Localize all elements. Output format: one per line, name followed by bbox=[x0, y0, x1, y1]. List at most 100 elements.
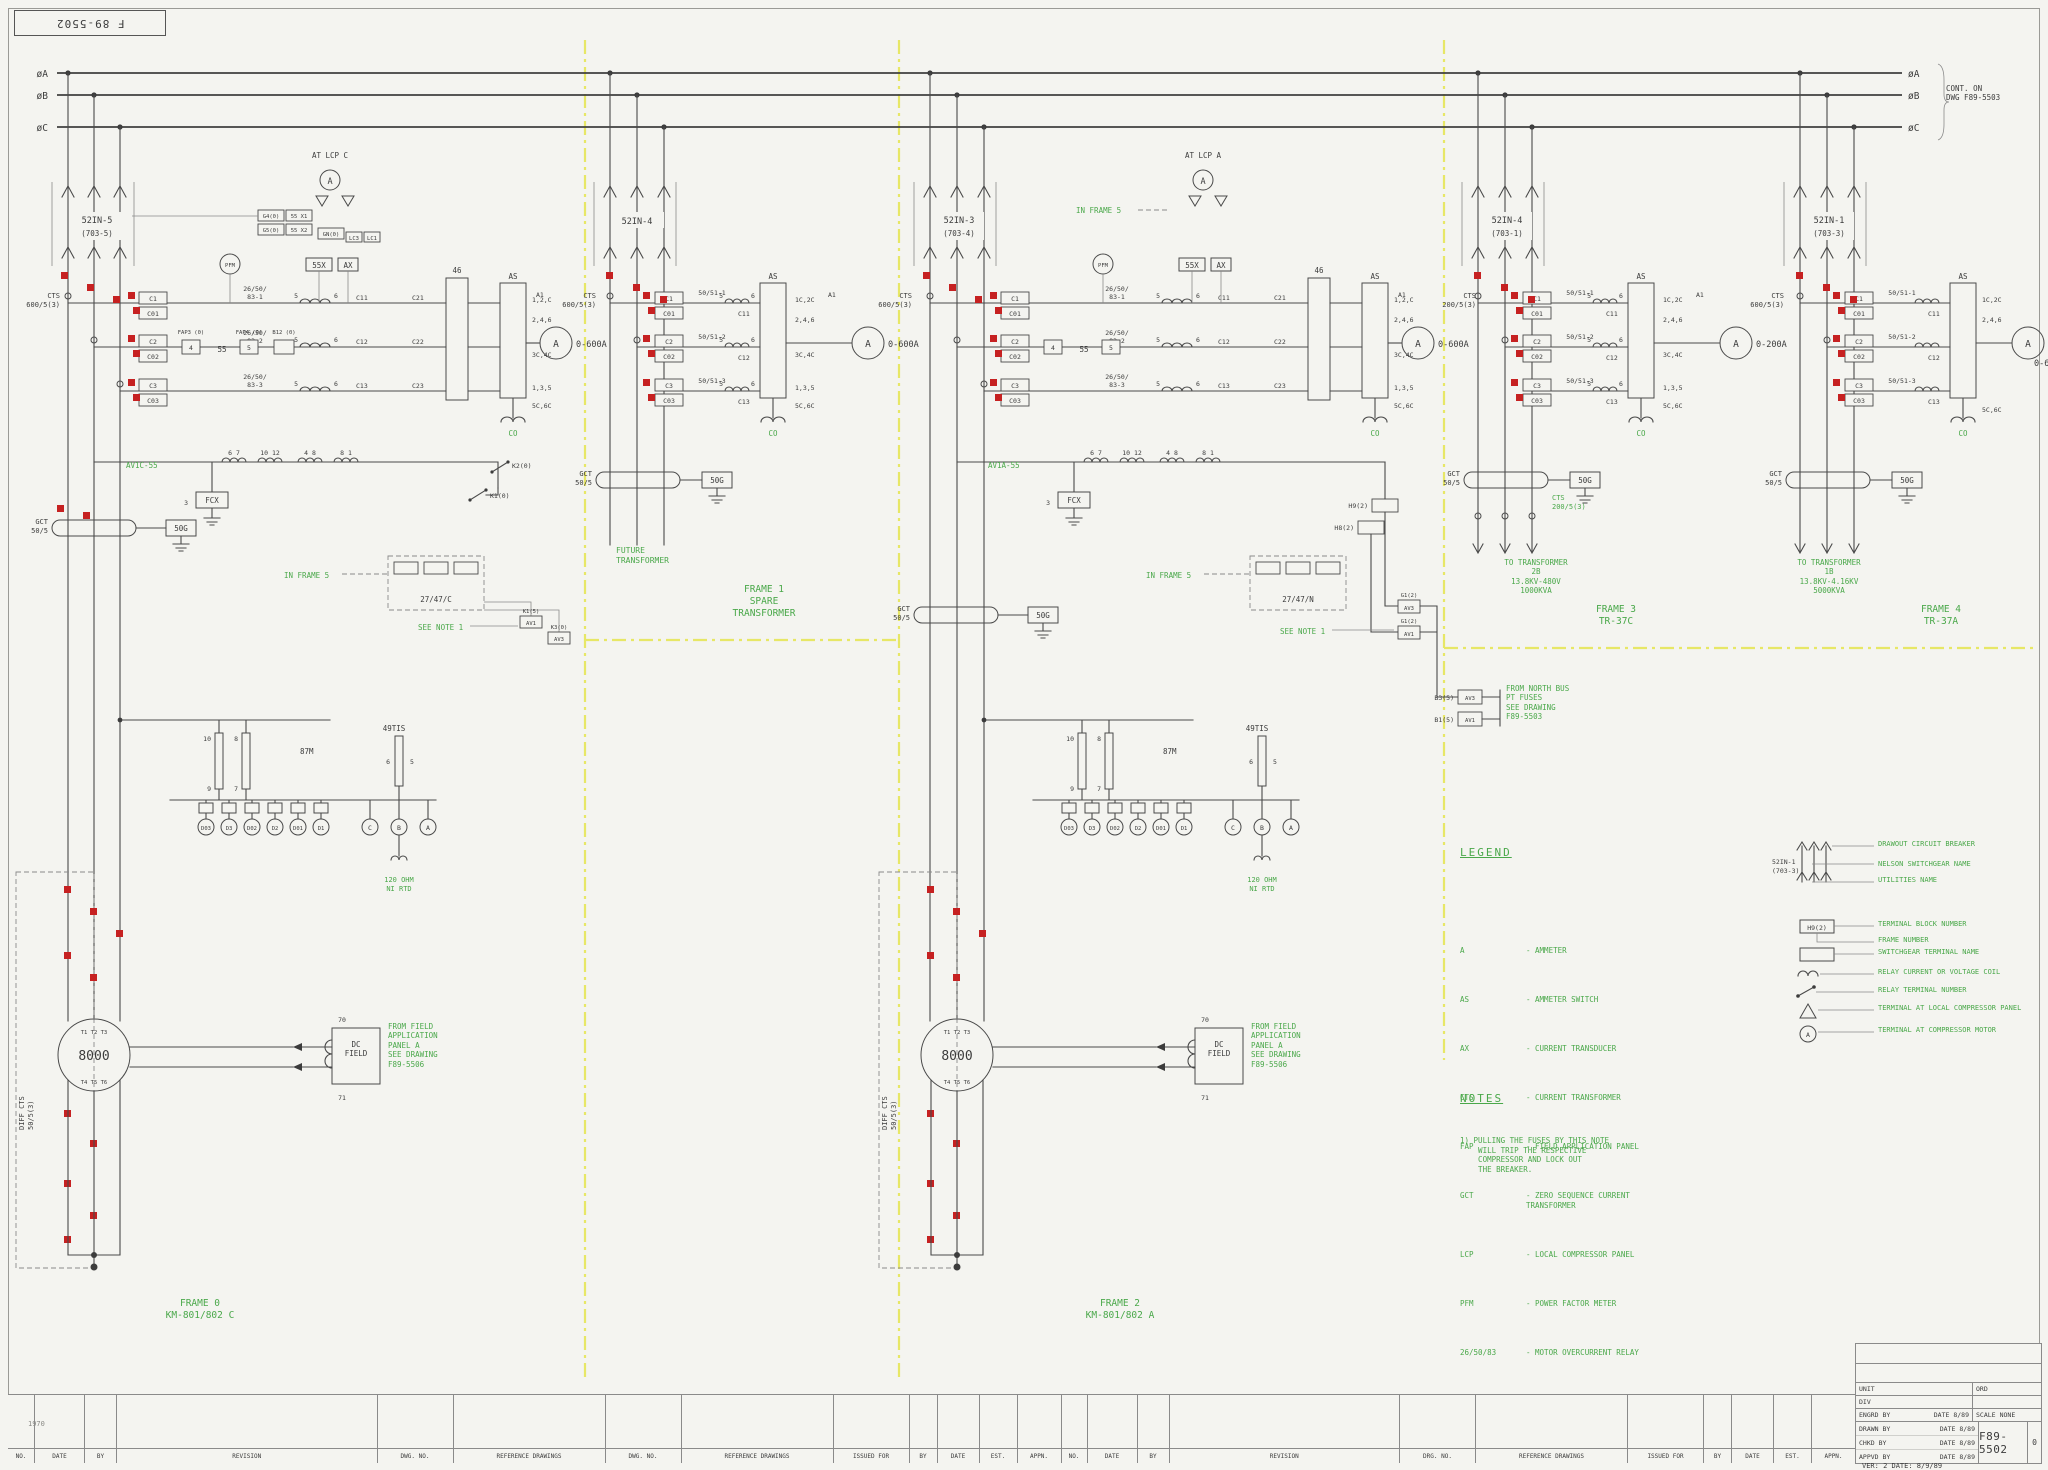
svg-text:5: 5 bbox=[1156, 380, 1160, 388]
svg-text:C12: C12 bbox=[738, 354, 750, 362]
strip-cell-label: ISSUED FOR bbox=[1628, 1448, 1703, 1463]
svg-text:5C,6C: 5C,6C bbox=[1394, 402, 1414, 410]
svg-text:C22: C22 bbox=[1274, 338, 1286, 346]
strip-cell: DRG. NO. bbox=[1399, 1395, 1475, 1463]
svg-text:26/50/: 26/50/ bbox=[1105, 373, 1129, 381]
title-block-empty-row bbox=[1856, 1363, 2041, 1382]
lcp-a-cluster: AT LCP A A PFM 55X AX IN FRAME 5 bbox=[1076, 151, 1232, 303]
notes-section: NOTES 1) PULLING THE FUSES BY THIS NOTE … bbox=[1460, 1072, 1760, 1195]
strip-cell-label: APPN. bbox=[1812, 1448, 1855, 1463]
gct-label-bay1: GCT 50/5 bbox=[31, 518, 48, 535]
svg-text:8000: 8000 bbox=[941, 1049, 972, 1064]
svg-text:70: 70 bbox=[338, 1016, 346, 1024]
svg-text:2,4,6: 2,4,6 bbox=[1663, 316, 1683, 324]
svg-text:T4 T5 T6: T4 T5 T6 bbox=[81, 1080, 108, 1086]
bay-52in-4-spare: 52IN-4 C1 C01 C2 C02 C3 C03 50/51-1 50/5… bbox=[593, 72, 919, 546]
lcp-terminal-icon bbox=[1799, 1002, 1874, 1019]
svg-text:6: 6 bbox=[751, 336, 755, 344]
svg-text:C03: C03 bbox=[663, 397, 675, 405]
svg-text:5: 5 bbox=[410, 758, 414, 766]
svg-text:AV3: AV3 bbox=[1404, 606, 1414, 612]
svg-text:AX: AX bbox=[1216, 261, 1226, 270]
to-transformer-1b: TO TRANSFORMER 1B 13.8KV-4.16KV 5000KVA bbox=[1797, 558, 1861, 596]
bus-label-b-right: øB bbox=[1908, 91, 1920, 102]
cts-200-annotation: CTS 200/5(3) bbox=[1552, 494, 1586, 511]
svg-text:A: A bbox=[2025, 339, 2031, 350]
strip-cell: REVISION bbox=[116, 1395, 377, 1463]
legend-term: A bbox=[1460, 945, 1465, 955]
bay-52in-4-tr37c: 52IN-4 (703-1) C1 C01 C2 C02 C3 C03 50/5… bbox=[1461, 72, 1787, 555]
svg-text:H9(2): H9(2) bbox=[1807, 924, 1827, 932]
svg-text:C23: C23 bbox=[1274, 382, 1286, 390]
svg-text:C22: C22 bbox=[412, 338, 424, 346]
dc-field-label-frame2: DC FIELD bbox=[1207, 1040, 1231, 1059]
svg-text:55 X1: 55 X1 bbox=[291, 214, 308, 220]
legend-desc: - CURRENT TRANSDUCER bbox=[1526, 1044, 1617, 1054]
strip-cell: APPN. bbox=[1811, 1395, 1855, 1463]
svg-text:D1: D1 bbox=[1181, 826, 1188, 832]
bay-52in-1-tr37a: 52IN-1 (703-3) C1 C01 C2 C02 C3 C03 50/5… bbox=[1783, 72, 2048, 555]
legend-desc: - POWER FACTOR METER bbox=[1526, 1298, 1617, 1308]
svg-text:G1(2): G1(2) bbox=[1401, 593, 1418, 599]
strip-cell: NO. bbox=[8, 1395, 34, 1463]
relay-46: 46 bbox=[452, 266, 462, 275]
legend-desc: - MOTOR OVERCURRENT RELAY bbox=[1526, 1348, 1639, 1358]
svg-text:C12: C12 bbox=[1606, 354, 1618, 362]
ammeter-range: 0-600A bbox=[888, 340, 919, 350]
bus-label-b-left: øB bbox=[37, 91, 49, 102]
svg-text:7: 7 bbox=[1097, 785, 1101, 793]
bus-system: øA øB øC øA øB øC bbox=[37, 63, 1950, 141]
svg-text:26/50/: 26/50/ bbox=[1105, 329, 1129, 337]
svg-text:D01: D01 bbox=[293, 826, 303, 832]
svg-text:50/51-2: 50/51-2 bbox=[698, 333, 725, 341]
legend-entry: AS - AMMETER SWITCH bbox=[1460, 995, 1760, 1004]
svg-text:T4 T5 T6: T4 T5 T6 bbox=[944, 1080, 971, 1086]
ammeter-switch: AS bbox=[508, 272, 518, 281]
svg-text:AS: AS bbox=[1958, 272, 1968, 281]
phase-seq-relay: 27/47/N bbox=[1282, 595, 1314, 604]
to-transformer-2b: TO TRANSFORMER 2B 13.8KV-480V 1000KVA bbox=[1504, 558, 1568, 596]
svg-text:6: 6 bbox=[1619, 336, 1623, 344]
svg-text:C02: C02 bbox=[1531, 353, 1543, 361]
svg-text:5C,6C: 5C,6C bbox=[532, 402, 552, 410]
contact-values: 1,2,C2,4,6 3C,4C1,3,5 5C,6C bbox=[532, 296, 552, 410]
svg-text:B: B bbox=[1260, 824, 1264, 832]
drawing-number-stamp: F 89-5502 bbox=[14, 10, 166, 36]
breaker-name: 52IN-4 bbox=[1492, 216, 1523, 226]
cts-label-bay2: CTS 600/5(3) bbox=[562, 292, 596, 309]
strip-cell-label: EST. bbox=[1774, 1448, 1811, 1463]
svg-text:D2: D2 bbox=[1135, 826, 1142, 832]
svg-text:A: A bbox=[426, 824, 430, 832]
legend-term: CTS bbox=[1460, 1093, 1474, 1103]
svg-text:A: A bbox=[327, 177, 332, 187]
svg-text:IN FRAME 5: IN FRAME 5 bbox=[1146, 571, 1191, 580]
svg-text:6: 6 bbox=[334, 292, 338, 300]
svg-text:D1: D1 bbox=[318, 826, 325, 832]
symbol-label: TERMINAL AT LOCAL COMPRESSOR PANEL bbox=[1878, 1004, 2022, 1012]
aux-relay-contacts: D03 D3 D02 D2 D01 D1 bbox=[197, 799, 330, 836]
relay-87m: 87M bbox=[1163, 747, 1177, 756]
symbol-label: TERMINAL AT COMPRESSOR MOTOR bbox=[1878, 1026, 1997, 1034]
drawn-date: DATE 8/89 bbox=[1939, 1424, 1975, 1433]
ord-label: ORD bbox=[1976, 1385, 1988, 1393]
dc-field-label-frame0: DC FIELD bbox=[344, 1040, 368, 1059]
svg-text:4 8: 4 8 bbox=[304, 449, 316, 457]
legend-desc: - FIELD APPLICATION PANEL bbox=[1526, 1142, 1639, 1152]
breaker-name: 52IN-3 bbox=[944, 216, 975, 226]
legend-desc: - ZERO SEQUENCE CURRENT TRANSFORMER bbox=[1526, 1191, 1630, 1210]
svg-text:8: 8 bbox=[234, 735, 238, 743]
svg-text:C11: C11 bbox=[356, 294, 368, 302]
strip-cell: BY bbox=[1703, 1395, 1731, 1463]
strip-cell: EST. bbox=[1773, 1395, 1811, 1463]
rtd-label-frame2: 120 OHM NI RTD bbox=[1247, 876, 1277, 893]
svg-text:83-3: 83-3 bbox=[247, 381, 263, 389]
breaker-name: 52IN-5 bbox=[82, 216, 113, 226]
svg-text:C01: C01 bbox=[147, 310, 159, 318]
legend-term: FAP bbox=[1460, 1142, 1474, 1152]
cts-label-bay4: CTS 200/5(3) bbox=[1442, 292, 1476, 309]
strip-cell: DATE bbox=[936, 1395, 979, 1463]
legend-term: AX bbox=[1460, 1044, 1470, 1054]
strip-cell-label: REVISION bbox=[1169, 1448, 1399, 1463]
symbol-label: RELAY CURRENT OR VOLTAGE COIL bbox=[1878, 968, 2001, 976]
